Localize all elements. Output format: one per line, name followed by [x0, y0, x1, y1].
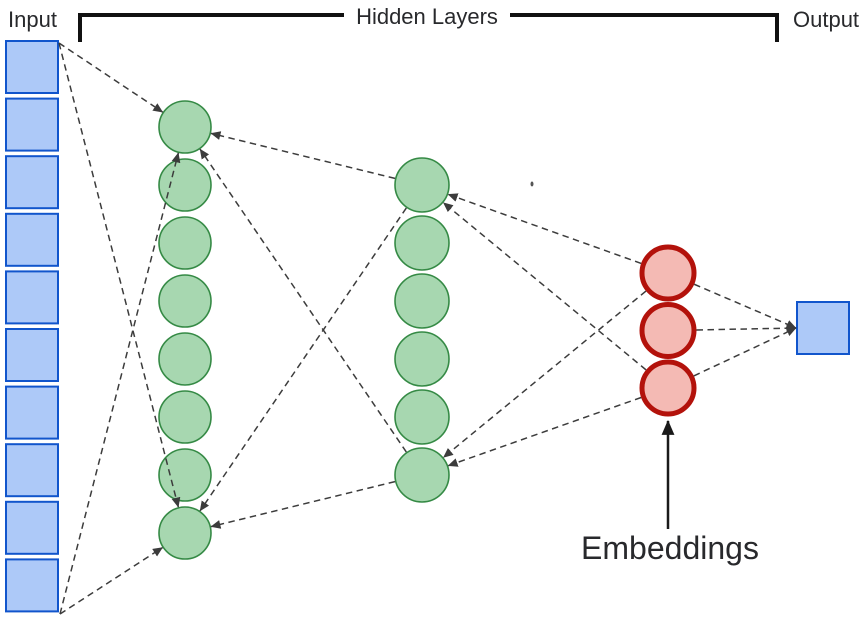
output-label: Output — [793, 7, 859, 32]
connector-line — [199, 207, 407, 512]
hidden-node — [158, 390, 212, 444]
hidden-node — [158, 100, 212, 154]
connector-line — [693, 283, 797, 329]
hidden-layers-label: Hidden Layers — [356, 4, 498, 29]
connector-line — [58, 42, 181, 508]
connector-line — [443, 290, 647, 458]
connector-line — [210, 480, 396, 529]
connector-line — [199, 148, 407, 453]
connector-line — [696, 323, 797, 333]
input-node — [5, 443, 59, 498]
input-node — [5, 558, 59, 613]
hidden-node — [394, 215, 450, 271]
embeddings-label: Embeddings — [581, 530, 759, 566]
input-node — [5, 212, 59, 267]
hidden-node — [158, 274, 212, 328]
hidden-node — [394, 389, 450, 445]
stray-mark — [530, 181, 534, 187]
hidden-node — [158, 332, 212, 386]
connectors-group — [58, 42, 797, 615]
connector-line — [59, 152, 181, 615]
connector-line — [59, 546, 163, 615]
input-node — [5, 97, 59, 152]
input-node — [5, 155, 59, 210]
connector-line — [447, 193, 642, 265]
input-node — [5, 40, 59, 94]
hidden-node — [394, 157, 450, 213]
connector-line — [447, 396, 642, 467]
input-node — [5, 385, 59, 440]
hidden-layers-label-bg — [344, 3, 510, 28]
hidden-node — [158, 448, 212, 502]
embedding-node — [639, 359, 697, 417]
input-node — [5, 500, 59, 555]
embedding-node — [639, 244, 697, 302]
hidden-node — [394, 273, 450, 329]
connector-line — [210, 131, 396, 180]
input-node — [5, 270, 59, 325]
hidden-node — [158, 506, 212, 560]
connector-line — [442, 202, 647, 371]
embedding-node — [639, 302, 697, 359]
hidden-node — [158, 216, 212, 270]
input-node — [5, 328, 59, 382]
input-label: Input — [8, 7, 57, 32]
hidden-node — [394, 331, 450, 387]
output-node — [796, 301, 850, 355]
nodes-group — [5, 40, 850, 613]
connector-line — [58, 42, 164, 113]
hidden-node — [394, 447, 450, 503]
hidden-node — [158, 158, 212, 212]
connector-line — [693, 327, 797, 377]
